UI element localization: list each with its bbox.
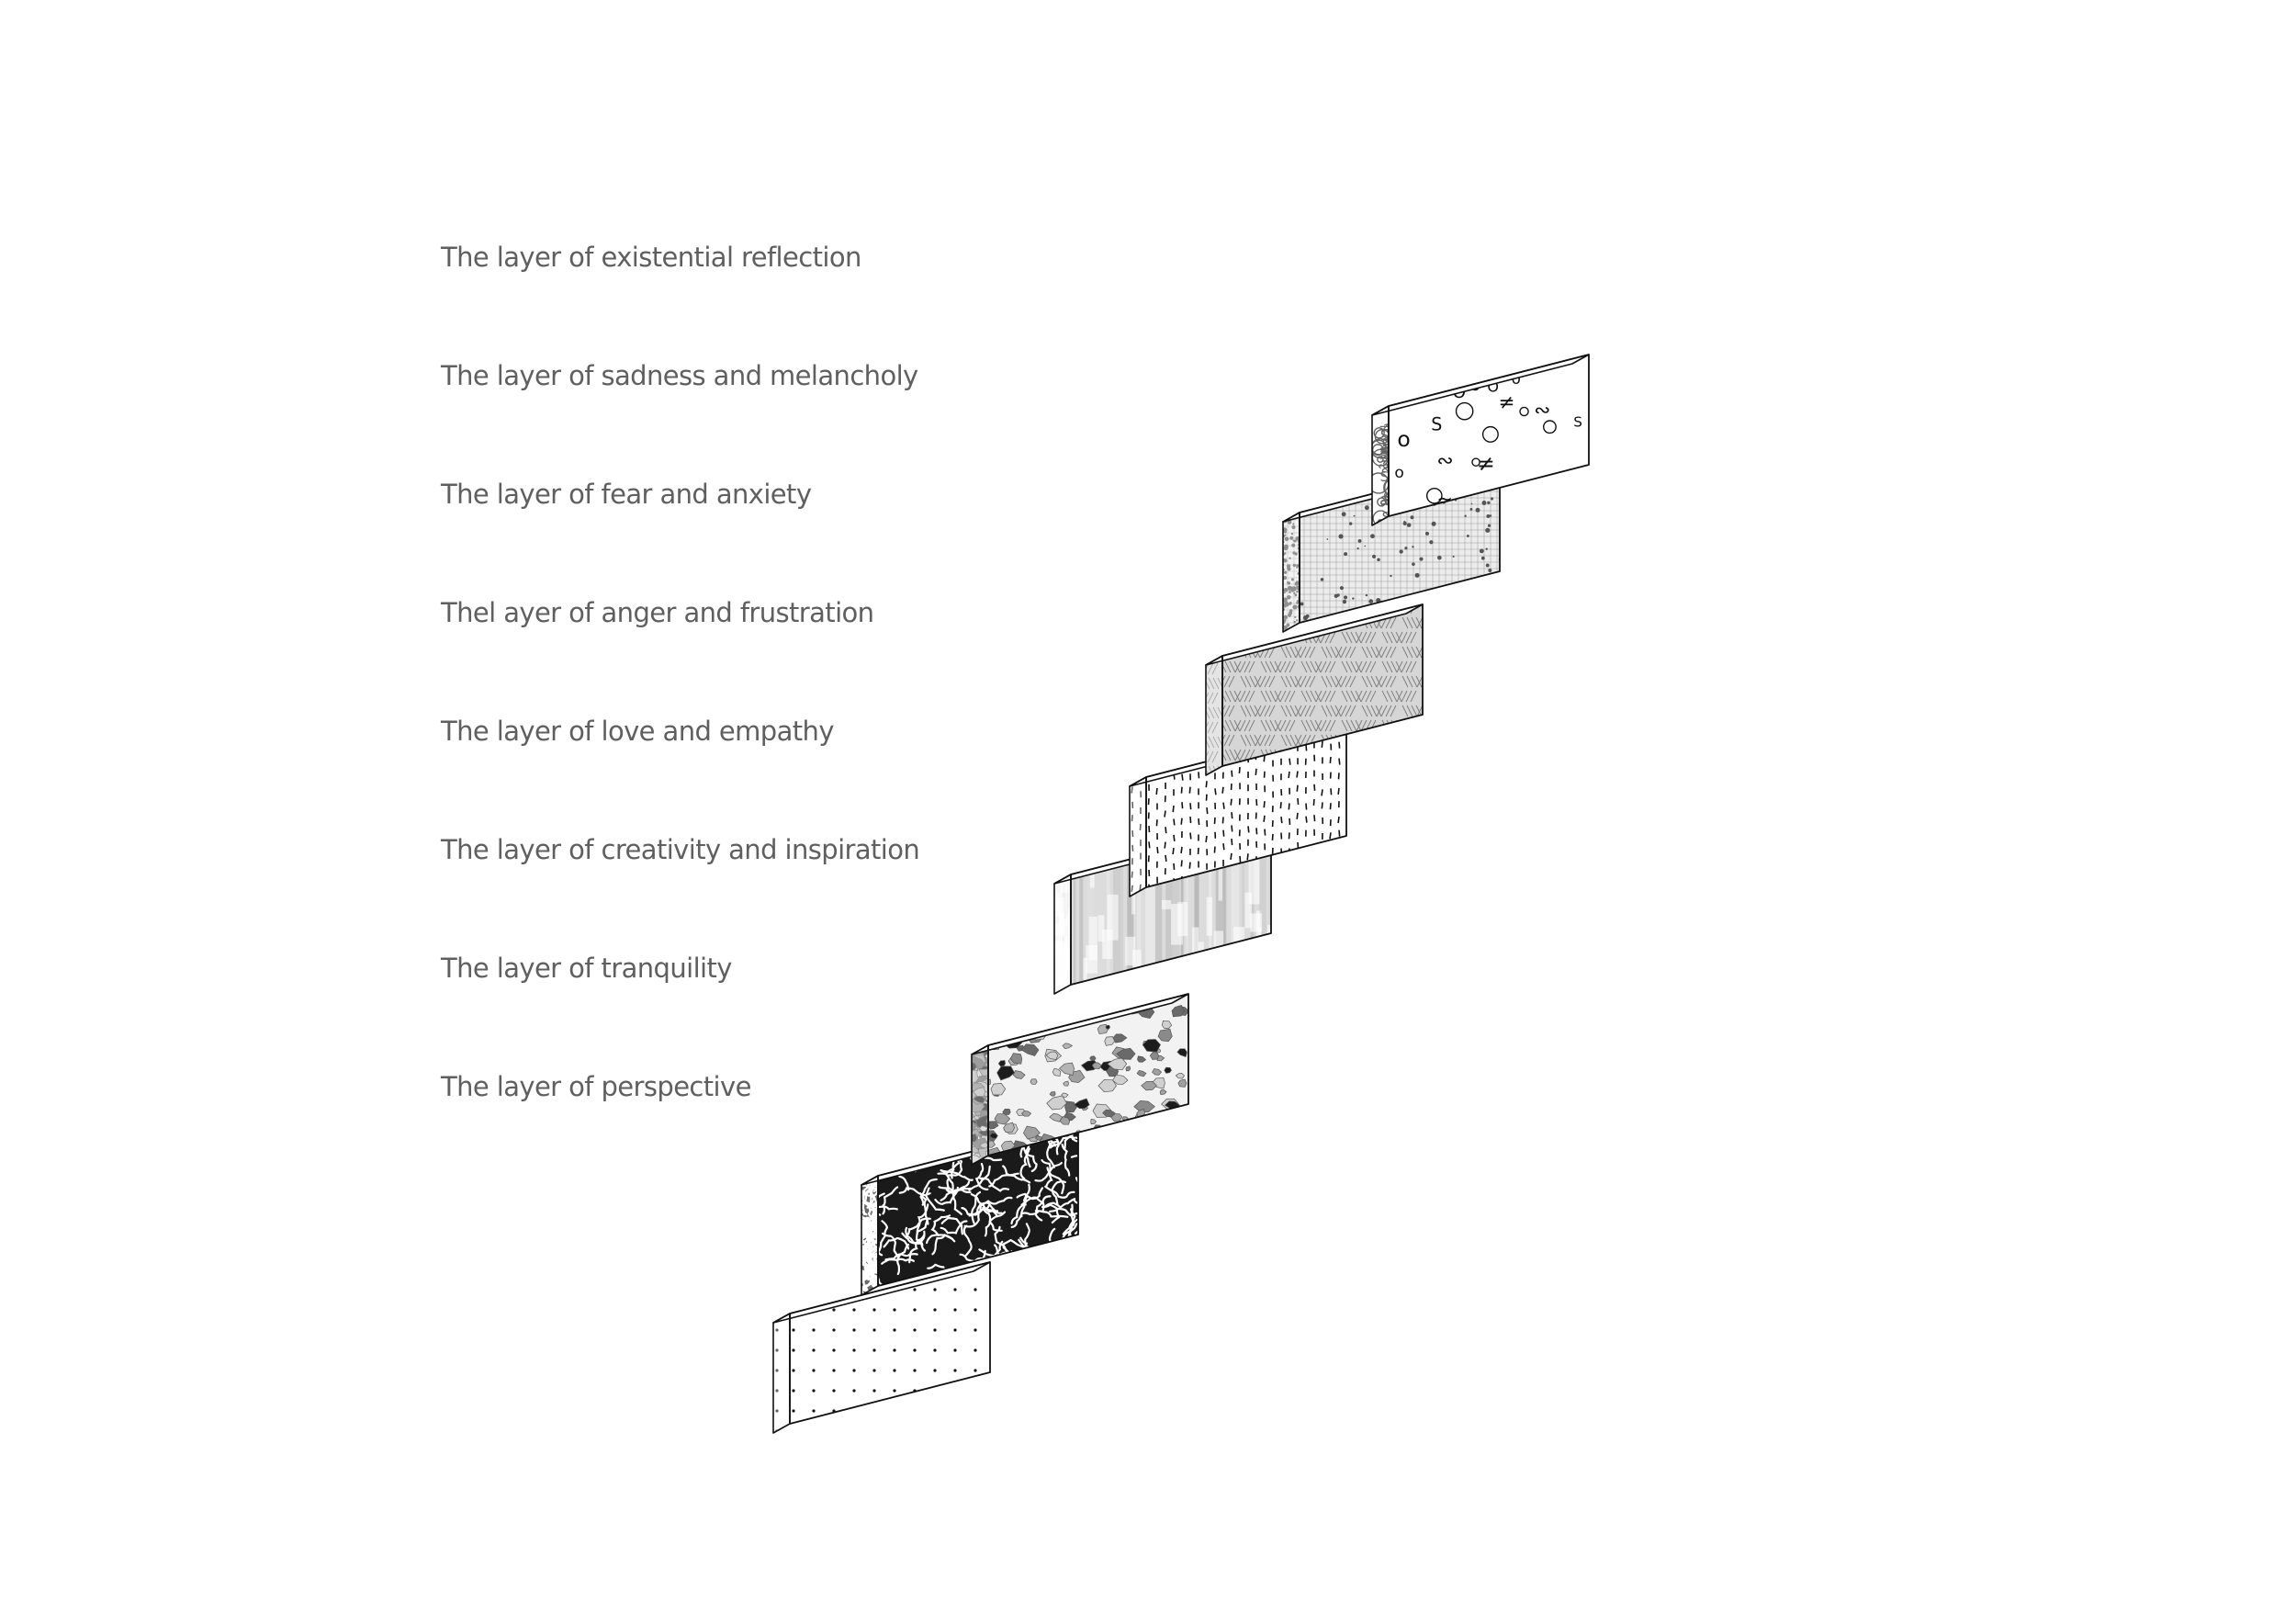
- svg-text:≠: ≠: [1379, 419, 1390, 436]
- svg-text:∾: ∾: [1523, 482, 1541, 508]
- layer-label-sadness-melancholy: The layer of sadness and melancholy: [441, 360, 918, 391]
- svg-text:∾: ∾: [1382, 485, 1400, 509]
- layer-label-existential-reflection: The layer of existential reflection: [441, 242, 861, 273]
- svg-text:O: O: [1382, 435, 1393, 451]
- svg-text:S: S: [1380, 468, 1390, 485]
- svg-text:∾: ∾: [1383, 487, 1394, 502]
- layer-block-squiggles: S∾ooS~≈oo~≋o∾≠O≈o∾∾≠O~S∾S≋≠≠≋≋∾≈≋∾∾O~∾O≈…: [1371, 354, 1597, 526]
- svg-text:~: ~: [1383, 418, 1394, 433]
- layer-label-anger-frustration: Thel ayer of anger and frustration: [441, 597, 874, 628]
- svg-text:~: ~: [1564, 498, 1578, 517]
- layer-label-creativity-inspiration: The layer of creativity and inspiration: [441, 834, 920, 865]
- svg-text:≋: ≋: [1379, 446, 1392, 465]
- svg-text:o: o: [1394, 464, 1403, 482]
- svg-text:≈: ≈: [1379, 439, 1394, 460]
- svg-text:≠: ≠: [1498, 391, 1514, 414]
- layer-block-dots: [772, 1261, 991, 1434]
- svg-text:≋: ≋: [1379, 489, 1397, 513]
- svg-text:S: S: [1573, 414, 1582, 431]
- layer-label-perspective: The layer of perspective: [441, 1071, 751, 1102]
- layer-label-fear-anxiety: The layer of fear and anxiety: [441, 479, 812, 510]
- svg-text:~: ~: [1580, 465, 1597, 489]
- svg-text:≠: ≠: [1380, 449, 1395, 469]
- svg-text:o: o: [1397, 426, 1410, 452]
- svg-text:≋: ≋: [1381, 437, 1399, 461]
- layer-label-love-empathy: The layer of love and empathy: [441, 716, 834, 747]
- svg-text:o: o: [1407, 374, 1417, 393]
- svg-text:S: S: [1380, 428, 1390, 445]
- svg-text:∾: ∾: [1379, 491, 1393, 513]
- svg-text:≠: ≠: [1477, 450, 1495, 476]
- layer-label-tranquility: The layer of tranquility: [441, 953, 732, 984]
- layer-label-list: The layer of existential reflection The …: [441, 0, 1010, 1624]
- svg-text:∾: ∾: [1380, 461, 1393, 479]
- svg-text:∾: ∾: [1534, 400, 1550, 423]
- svg-text:∾: ∾: [1446, 354, 1464, 378]
- svg-text:~: ~: [1383, 483, 1401, 507]
- svg-text:≈: ≈: [1382, 442, 1393, 457]
- svg-text:O: O: [1382, 477, 1399, 501]
- svg-text:∾: ∾: [1383, 444, 1395, 460]
- svg-text:o: o: [1505, 490, 1517, 512]
- svg-text:∾: ∾: [1436, 450, 1453, 473]
- svg-text:S: S: [1431, 414, 1442, 435]
- layer-block-terrazzo: [971, 993, 1189, 1166]
- svg-text:≈: ≈: [1379, 429, 1391, 446]
- svg-text:≋: ≋: [1379, 443, 1390, 459]
- svg-text:S: S: [1382, 509, 1391, 525]
